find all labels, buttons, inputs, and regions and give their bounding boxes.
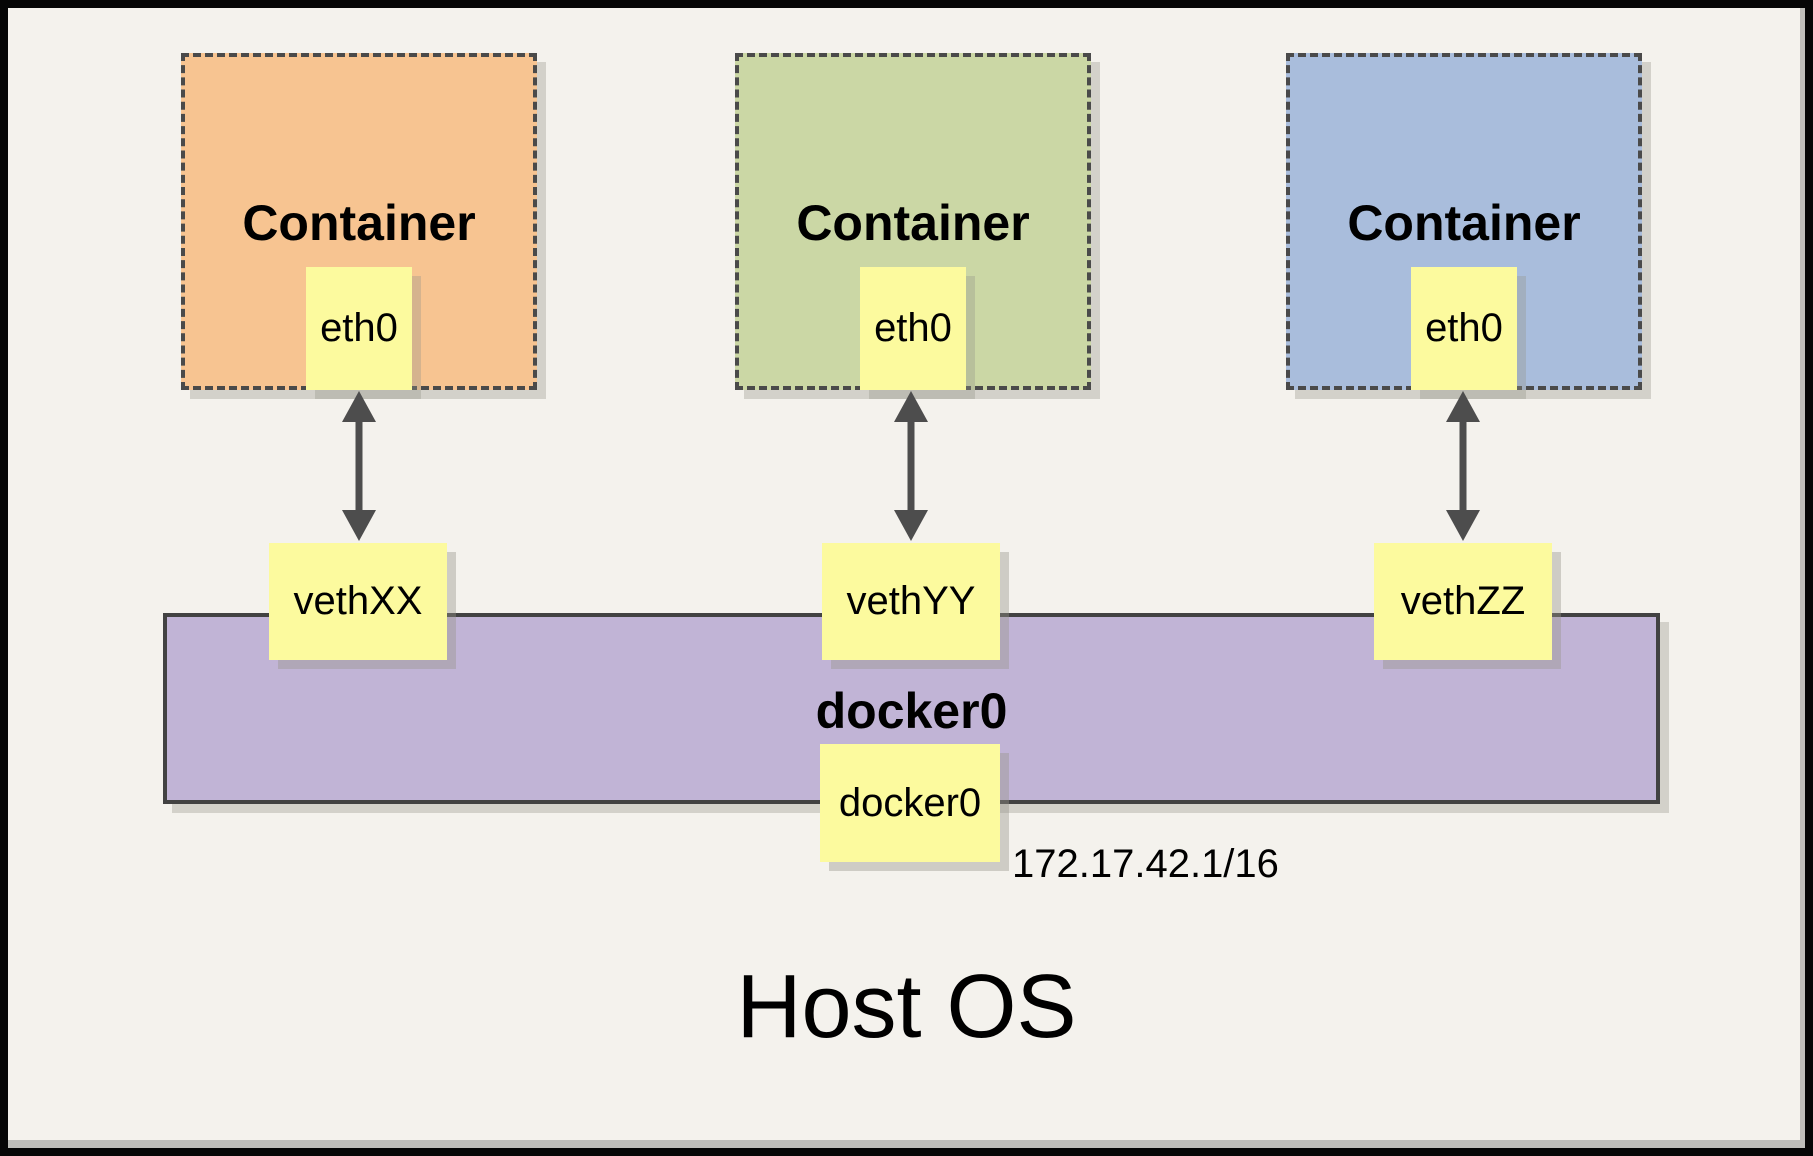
vethyy-label: vethYY [846,579,976,623]
eth0-label: eth0 [320,306,398,350]
eth0-label: eth0 [874,306,952,350]
eth0-interface-box: eth0 [860,267,966,390]
container-label: Container [796,195,1030,251]
docker0-interface-box: docker0 [820,744,1000,862]
ip-address-label: 172.17.42.1/16 [1012,842,1279,886]
eth0-interface-box: eth0 [1411,267,1517,390]
container-box-2: Container eth0 [735,53,1091,390]
container-box-3: Container eth0 [1286,53,1642,390]
bidirectional-arrow-icon [1446,391,1480,541]
container-label: Container [242,195,476,251]
docker0-interface-label: docker0 [838,780,982,825]
bidirectional-arrow-icon [894,391,928,541]
vethyy-box: vethYY [822,543,1000,660]
bidirectional-arrow-icon [342,391,376,541]
container-box-1: Container eth0 [181,53,537,390]
container-label: Container [1347,195,1581,251]
vethzz-box: vethZZ [1374,543,1552,660]
docker0-bridge-label: docker0 [815,683,1008,739]
vethzz-label: vethZZ [1400,579,1526,623]
eth0-interface-box: eth0 [306,267,412,390]
host-os-label: Host OS [736,957,1077,1057]
vethxx-label: vethXX [293,579,423,623]
vethxx-box: vethXX [269,543,447,660]
eth0-label: eth0 [1425,306,1503,350]
